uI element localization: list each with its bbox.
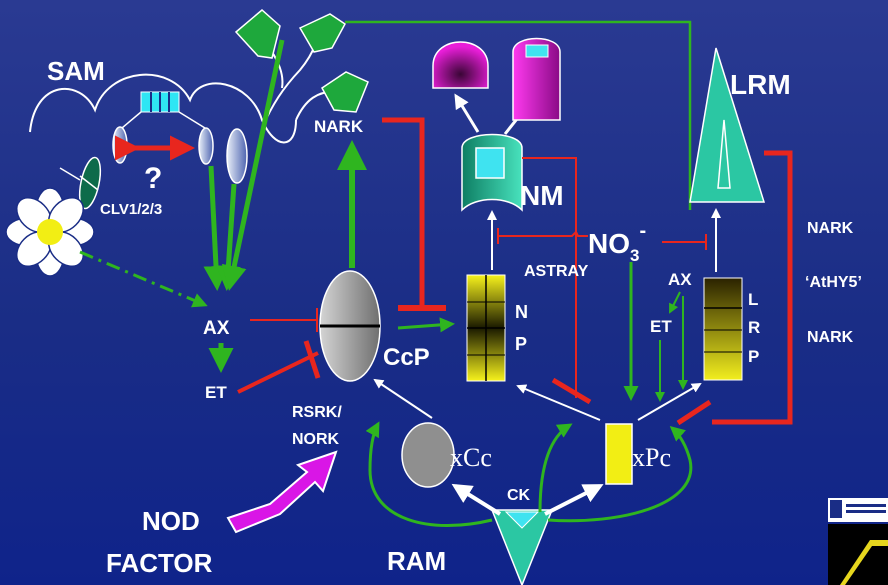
nm-label: NM [520,180,564,211]
university-logo [828,498,888,585]
question-mark: ? [144,162,162,195]
nark-inhibits-np [382,120,422,308]
clv-connector-right [179,112,205,128]
flower-icon [6,188,94,276]
athy5-label: ‘AtHY5’ [805,274,862,291]
no3-label: NO3- [588,220,646,265]
leaf-primordium-right [199,128,213,164]
np-n-label: N [515,302,528,322]
nark-top-label: NARK [314,117,364,136]
clv-connector-left [122,112,141,128]
nodule-primordium [467,275,505,381]
nodule-meristem [462,135,522,211]
xpc-label: xPc [632,443,671,472]
np-p-label: P [515,334,527,354]
ax-right-label: AX [668,270,692,289]
root-apical-meristem [492,510,552,585]
nark-right-1-label: NARK [807,220,854,237]
nod-label: NOD [142,506,200,536]
shoot-to-ax-arrows [80,40,282,305]
lateral-root-primordium [704,278,742,380]
et-left-label: ET [205,383,227,402]
factor-label: FACTOR [106,548,213,578]
nark-right-2-label: NARK [807,329,854,346]
ccp-to-np-arrow [398,324,452,328]
leaf-shoot-icon [236,10,368,128]
determinate-nodule [433,42,488,88]
et-right-label: ET [650,317,672,336]
xylem-cortical-cell [402,423,454,487]
ram-label: RAM [387,546,446,576]
lrp-p-label: P [748,347,759,366]
xcc-label: xCc [450,443,492,472]
ck-label: CK [507,487,531,504]
cortical-cell-primordium [320,271,380,381]
ax-ccp-inhibition [238,308,318,392]
clv-label: CLV1/2/3 [100,201,162,218]
ax-left-label: AX [203,318,230,339]
lrm-label: LRM [730,69,791,100]
rsrk-label: RSRK/ [292,404,342,421]
lrp-r-label: R [748,318,760,337]
nork-label: NORK [292,431,340,448]
leaf-primordium-large [227,129,247,183]
nod-factor-arrow [228,452,336,532]
astray-label: ASTRAY [524,263,589,280]
lrp-l-label: L [748,290,758,309]
leaf-primordium-left [113,127,127,163]
ccp-label: CcP [383,344,430,371]
indeterminate-nodule [513,39,560,121]
xylem-pericycle-cell [606,424,632,484]
sam-label: SAM [47,56,105,86]
shoot-apical-meristem [30,75,296,211]
